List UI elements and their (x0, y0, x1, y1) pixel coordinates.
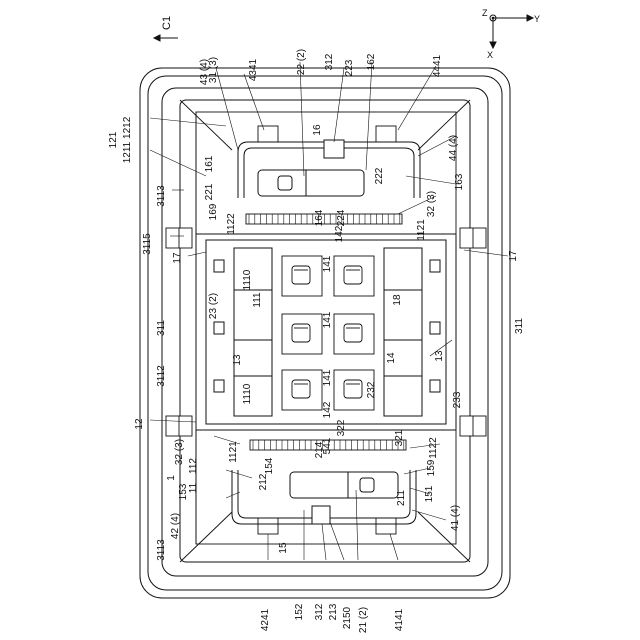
motor-core (292, 266, 310, 284)
label-right-9: 233 (452, 391, 463, 408)
motor-core (344, 380, 362, 398)
section-label-c1: C1 (161, 16, 173, 30)
axis-label-z: Z (482, 8, 488, 18)
label-left-17: 32 (3) (174, 439, 185, 465)
label-left-10: 311 (156, 320, 167, 336)
label-left-14: 3112 (156, 365, 167, 387)
label-top-1: 31 (3) (208, 57, 219, 83)
label-right-12: 41 (4) (450, 505, 461, 531)
label-center-14: 154 (264, 457, 275, 474)
label-bottom-5: 21 (2) (358, 607, 369, 633)
label-center-12: 321 (394, 429, 405, 446)
label-center-2: 224 (336, 209, 347, 226)
label-right-6: 311 (514, 318, 525, 334)
label-right-2: 222 (374, 167, 385, 184)
label-center-11: 214 (314, 441, 325, 458)
motor-core (344, 324, 362, 342)
label-top-6: 162 (366, 53, 377, 70)
label-bottom-4: 2150 (342, 606, 353, 629)
label-left-6: 1122 (226, 213, 237, 235)
label-left-1: 1211 1212 (122, 116, 133, 163)
motor-core (344, 266, 362, 284)
label-right-8: 13 (434, 350, 445, 362)
motor-cell (334, 314, 374, 354)
label-left-24: 3113 (156, 539, 167, 561)
label-right-10: 1122 (428, 437, 439, 459)
label-center-16: 211 (396, 490, 407, 506)
motor-cell (334, 256, 374, 296)
label-center-8: 142 (322, 401, 333, 418)
label-left-22: 153 (178, 483, 189, 500)
label-left-2: 161 (204, 155, 215, 172)
label-left-3: 221 (204, 183, 215, 200)
label-top-7: 4441 (432, 54, 443, 77)
label-bottom-0: 4241 (260, 608, 271, 631)
label-left-20: 11 (188, 482, 199, 493)
axis-label-y: Y (534, 14, 540, 24)
label-top-3: 22 (2) (296, 49, 307, 75)
label-center-5: 141 (322, 311, 333, 328)
label-left-8: 17 (172, 252, 183, 264)
label-center-4: 141 (322, 255, 333, 272)
label-center-9: 322 (336, 419, 347, 436)
label-left-9: 23 (2) (208, 293, 219, 319)
label-left-12: 111 (252, 292, 263, 308)
label-left-16: 12 (134, 418, 145, 430)
label-left-4: 3113 (156, 185, 167, 207)
motor-core (292, 380, 310, 398)
motor-cell (282, 370, 322, 410)
axis-indicator (490, 15, 533, 48)
label-center-17: 15 (278, 542, 289, 554)
label-left-11: 1110 (242, 269, 253, 290)
motor-core (292, 324, 310, 342)
label-right-3: 32 (3) (426, 191, 437, 217)
label-layer: 43 (4)31 (3)434122 (2)312223162444142411… (108, 49, 525, 633)
label-left-0: 121 (108, 131, 119, 148)
label-top-2: 4341 (248, 58, 259, 81)
label-bottom-1: 152 (294, 603, 305, 620)
label-left-21: 1 (166, 475, 177, 481)
label-center-6: 141 (322, 369, 333, 386)
label-left-13: 13 (232, 354, 243, 366)
label-right-4: 1121 (416, 219, 427, 241)
label-right-11: 151 (424, 485, 435, 502)
label-left-19: 112 (188, 458, 199, 474)
label-left-7: 3115 (142, 233, 153, 255)
label-right-1: 163 (454, 173, 465, 190)
label-right-7: 18 (392, 294, 403, 306)
label-bottom-3: 213 (328, 603, 339, 620)
label-left-23: 42 (4) (170, 513, 181, 539)
top-wire (238, 140, 420, 198)
label-center-3: 142 (334, 225, 345, 242)
label-center-0: 16 (312, 124, 323, 136)
label-center-7: 14 (386, 352, 397, 364)
label-center-13: 232 (366, 381, 377, 398)
label-center-1: 164 (314, 209, 325, 226)
motor-cell (282, 314, 322, 354)
axis-label-x: X (487, 50, 493, 60)
label-center-15: 212 (258, 473, 269, 490)
label-top-4: 312 (324, 53, 335, 70)
label-bottom-2: 312 (314, 603, 325, 620)
label-top-5: 223 (344, 59, 355, 76)
label-right-0: 44 (4) (448, 135, 459, 161)
motor-cell (282, 256, 322, 296)
label-bottom-6: 4141 (394, 608, 405, 631)
label-left-18: 1121 (228, 441, 239, 463)
section-arrow (154, 35, 178, 41)
label-right-13: 159 (426, 459, 437, 476)
label-left-5: 169 (208, 203, 219, 220)
label-left-15: 1110 (242, 383, 253, 404)
label-right-5: 17 (508, 250, 519, 262)
